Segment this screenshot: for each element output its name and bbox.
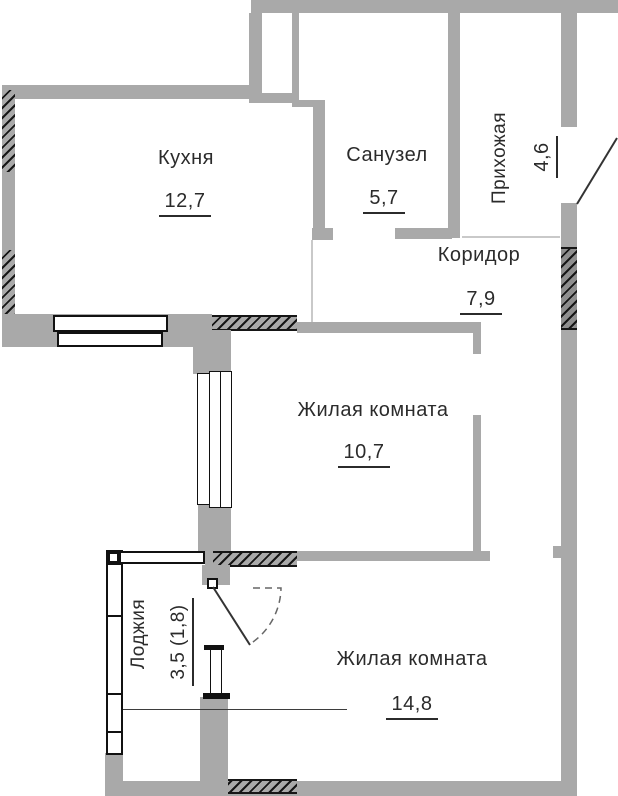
wall-hatch-kitchen-bottom	[212, 315, 297, 331]
room-area-living1: 10,7	[324, 441, 404, 468]
wall-bathroom-bottom-right	[395, 228, 452, 239]
loggia-top-glazing	[119, 551, 205, 564]
wall-shaft-step	[299, 100, 325, 107]
wall-shaft-bottom	[249, 93, 299, 103]
balcony-door-leaf	[212, 586, 251, 646]
wall-left-hatch-upper	[2, 90, 15, 172]
wall-corner-column	[193, 330, 231, 374]
room-area-corridor: 7,9	[441, 288, 521, 315]
balcony-window-bar-top	[204, 645, 224, 650]
wall-loggia-corner	[105, 753, 123, 796]
wall-hatch-bottom	[213, 779, 297, 794]
room-area-kitchen: 12,7	[145, 190, 225, 217]
room-label-bathroom: Санузел	[346, 144, 428, 166]
wall-bathroom-right	[448, 13, 460, 238]
room-label-living2: Жилая комната	[336, 648, 488, 670]
living1-window-frame-b	[220, 371, 232, 508]
balcony-window-bar-bottom	[203, 693, 230, 699]
loggia-glazing-divider	[106, 693, 123, 695]
balcony-door-swing-arc	[249, 587, 282, 645]
wall-shaft-left	[249, 13, 262, 103]
loggia-glazing-divider	[106, 563, 123, 565]
wall-right-hatch	[561, 247, 577, 330]
wall-corridor-bottom	[297, 322, 481, 333]
loggia-edge-line	[107, 709, 347, 710]
room-label-living1: Жилая комната	[297, 399, 449, 421]
room-label-kitchen: Кухня	[157, 147, 215, 169]
wall-bathroom-bottom-left	[312, 228, 333, 240]
wall-living1-bottom	[297, 551, 490, 561]
wall-stub-corridor	[473, 330, 481, 354]
loggia-glazing-divider	[106, 615, 123, 617]
room-label-corridor: Коридор	[437, 244, 521, 266]
wall-right-lower	[561, 203, 577, 796]
wall-window-column	[198, 505, 231, 552]
room-area-hallway: 4,6	[531, 127, 558, 187]
zone-line-kitchen	[311, 240, 313, 322]
room-area-loggia: 3,5 (1,8)	[168, 572, 194, 712]
kitchen-window-sill	[57, 332, 163, 347]
wall-bathroom-left	[313, 100, 325, 240]
wall-kitchen-top	[2, 85, 262, 99]
loggia-corner-post	[107, 551, 120, 564]
zone-line-hallway	[462, 236, 560, 238]
wall-living1-right	[473, 415, 481, 552]
room-label-hallway: Прихожая	[489, 111, 510, 205]
wall-hatch-living2-top	[213, 551, 297, 567]
kitchen-window	[53, 315, 168, 332]
wall-right-upper	[561, 13, 577, 127]
wall-top-band	[251, 0, 618, 13]
wall-stub-right-doorway	[553, 546, 562, 558]
room-area-bathroom: 5,7	[344, 187, 424, 214]
loggia-glazing-divider	[106, 731, 123, 733]
wall-partition-lower	[200, 697, 228, 796]
wall-left-hatch-lower	[2, 250, 15, 333]
room-label-loggia: Лоджия	[128, 598, 149, 670]
entrance-door-leaf	[576, 137, 618, 205]
wall-shaft-right	[292, 13, 299, 107]
room-area-living2: 14,8	[372, 693, 452, 720]
